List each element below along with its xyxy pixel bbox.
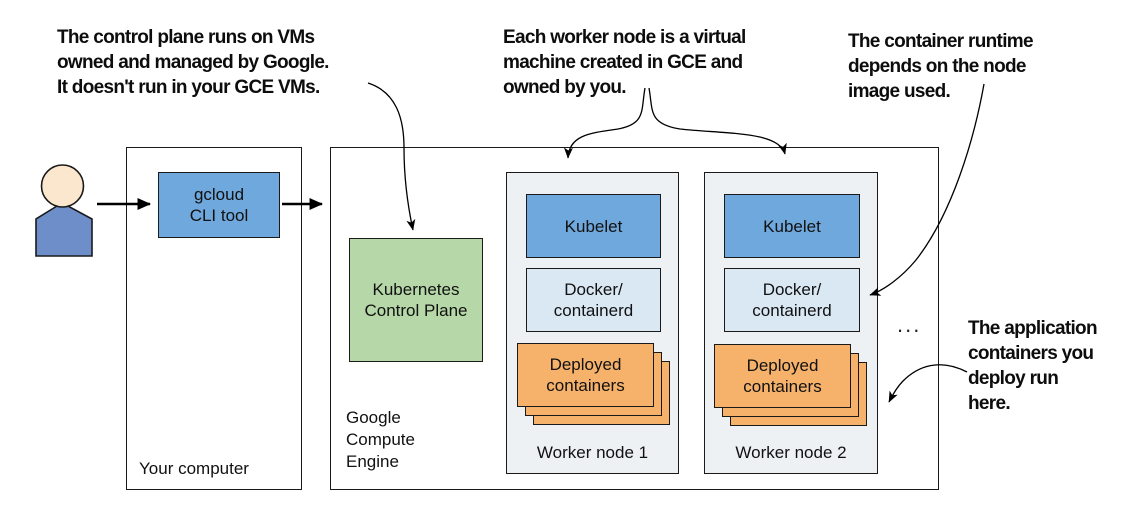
container-runtime-box-1: Docker/ containerd	[526, 268, 661, 332]
container-runtime-box-2: Docker/ containerd	[724, 268, 860, 332]
worker-node-2-box: Kubelet Docker/ containerd Deployed cont…	[704, 172, 878, 474]
deployed-containers-box-2: Deployed containers	[714, 344, 851, 408]
user-icon	[35, 164, 93, 257]
worker-node-1-label: Worker node 1	[536, 443, 649, 462]
annotation-worker-nodes: Each worker node is a virtual machine cr…	[503, 27, 746, 98]
kubelet-box-1: Kubelet	[526, 194, 661, 258]
your-computer-label: Your computer	[139, 459, 249, 478]
gcloud-cli-box: gcloud CLI tool	[158, 172, 280, 238]
gce-label: Google Compute Engine	[346, 408, 415, 471]
control-plane-box: Kubernetes Control Plane	[349, 238, 483, 362]
more-nodes-ellipsis: ...	[897, 312, 922, 337]
deployed-containers-box-1: Deployed containers	[517, 343, 654, 407]
worker-node-2-label: Worker node 2	[735, 443, 847, 462]
annotation-control-plane: The control plane runs on VMs owned and …	[57, 27, 329, 98]
annotation-app-containers: The application containers you deploy ru…	[968, 318, 1098, 414]
kubelet-box-2: Kubelet	[724, 194, 860, 258]
annotation-container-runtime: The container runtime depends on the nod…	[848, 31, 1034, 102]
worker-node-1-box: Kubelet Docker/ containerd Deployed cont…	[506, 172, 679, 474]
